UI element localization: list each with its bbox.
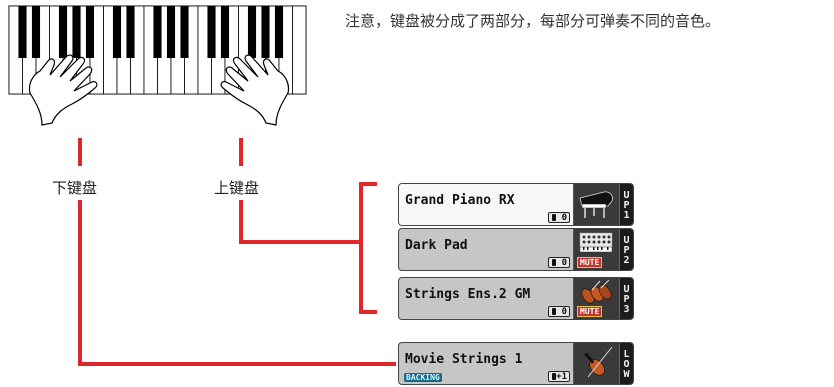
synth-pad-icon: MUTE (574, 229, 620, 270)
black-key (274, 6, 284, 58)
track-upper1-name: Grand Piano RX (405, 193, 515, 208)
black-key (31, 6, 41, 58)
black-key (207, 6, 216, 58)
octave-indicator: 0 (548, 306, 570, 317)
backing-badge: BACKING (404, 373, 442, 382)
mute-badge: MUTE (577, 306, 603, 317)
black-key (180, 6, 189, 58)
lower-keyboard-label: 下键盘 (52, 179, 98, 197)
upper-keyboard-marker (239, 138, 243, 166)
grand-piano-icon (574, 184, 620, 225)
upper-bracket-top (359, 182, 377, 186)
octave-indicator: +1 (548, 371, 570, 382)
black-key (166, 6, 176, 58)
right-hand (220, 54, 290, 126)
upper-connector-horizontal (239, 240, 363, 244)
mute-badge: MUTE (577, 257, 603, 268)
octave-indicator: 0 (548, 212, 570, 223)
upper-keyboard-label: 上键盘 (214, 179, 260, 197)
black-key (112, 6, 122, 58)
split-keyboard-note: 注意，键盘被分成了两部分，每部分可弹奏不同的音色。 (345, 12, 721, 30)
octave-indicator: 0 (548, 257, 570, 268)
upper-bracket-vertical (359, 182, 363, 314)
black-key (58, 6, 68, 58)
track-upper3-name: Strings Ens.2 GM (405, 287, 531, 302)
strings-ensemble-icon: MUTE (574, 278, 620, 319)
black-key (220, 6, 230, 58)
black-key (85, 6, 95, 58)
upper-bracket-bottom (359, 310, 377, 314)
black-key (126, 6, 135, 58)
black-key (153, 6, 162, 58)
upper-connector-vertical (239, 200, 243, 244)
black-key (18, 6, 27, 58)
lower-keyboard-marker (78, 138, 82, 166)
track-lower-name: Movie Strings 1 (405, 352, 523, 367)
black-key (72, 6, 81, 58)
violin-icon (574, 343, 620, 384)
white-key (292, 5, 307, 95)
black-key (261, 6, 270, 58)
black-key (247, 6, 257, 58)
lower-connector-horizontal (78, 362, 396, 366)
track-upper2-name: Dark Pad (405, 238, 468, 253)
left-hand (28, 54, 98, 126)
lower-connector-vertical (78, 200, 82, 366)
keyboard-hands-illustration (8, 5, 307, 126)
